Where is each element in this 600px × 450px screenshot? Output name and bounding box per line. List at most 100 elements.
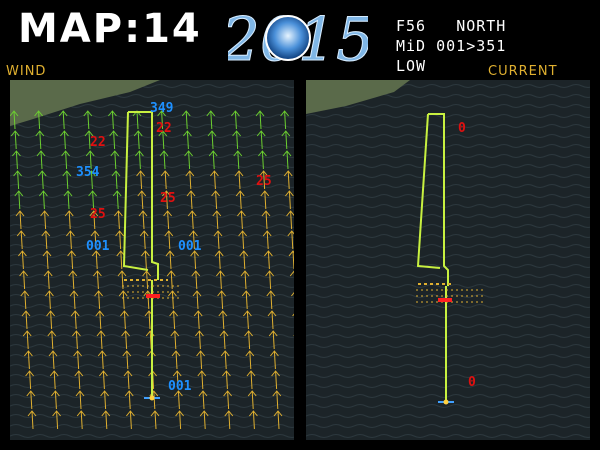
wind-arrow-icon [35,130,45,150]
wind-arrow-icon [175,410,184,430]
wind-arrow-icon [193,310,203,330]
wind-arrow-icon [97,350,107,370]
wind-arrow-icon [141,250,150,270]
wind-arrow-icon [232,130,241,150]
wind-arrow-icon [157,110,166,130]
wind-arrow-icon [183,130,192,150]
committee-boat [146,294,160,298]
wind-label: 25 [90,207,106,222]
wind-arrow-icon [91,250,101,270]
wind-arrow-icon [74,370,84,390]
wind-arrow-icon [198,390,208,410]
wind-arrow-icon [212,210,222,230]
wind-arrow-icon [37,170,47,190]
info-line-3: LOW [396,57,427,75]
current-label: 0 [458,121,466,136]
wind-arrow-icon [286,210,294,230]
current-panel: 0 0 [306,80,590,440]
wind-arrow-icon [283,170,293,190]
wind-arrow-icon [83,110,93,130]
wind-arrow-icon [101,410,111,430]
wind-arrow-icon [122,350,132,370]
wind-label: 25 [256,174,272,189]
wind-arrow-icon [237,210,246,230]
race-code: F56 [396,17,427,35]
current-label: 0 [468,375,476,390]
wind-arrow-icon [199,410,209,430]
wind-arrow-icon [120,310,129,330]
wind-arrow-icon [195,330,204,350]
shoreline [10,80,160,126]
wind-arrow-icon [96,330,106,350]
wind-label: 354 [76,165,100,180]
shoreline [306,80,410,114]
wind-arrow-icon [18,250,27,270]
wind-arrow-icon [206,110,216,130]
wind-panel: 349 22 22 354 25 25 25 001 001 001 [10,80,294,440]
wind-arrow-icon [16,230,26,250]
wind-arrow-icon [190,250,199,270]
wind-arrow-icon [12,150,21,170]
course-leg [416,113,441,269]
wind-panel-label: WIND [6,64,47,79]
wind-arrow-icon [36,150,46,170]
wind-arrow-icon [244,330,253,350]
wind-arrow-icon [185,170,195,190]
wind-arrow-icon [20,290,30,310]
wind-arrow-icon [218,310,228,330]
wind-arrow-icon [124,390,134,410]
wind-arrow-icon [110,150,120,170]
wind-arrow-icon [93,270,102,290]
wind-arrow-icon [95,310,105,330]
wind-arrow-icon [246,370,256,390]
wind-arrow-icon [76,410,86,430]
wind-arrow-icon [63,190,73,210]
wind-arrow-icon [19,270,28,290]
wind-arrow-icon [99,370,108,390]
wind-arrow-icon [10,130,20,150]
wind-arrow-icon [238,230,247,250]
wind-arrow-icon [239,250,249,270]
wind-arrow-icon [265,270,274,290]
wind-arrow-icon [25,370,34,390]
wind-arrow-icon [285,190,294,210]
wind-arrow-icon [160,170,170,190]
wind-arrow-icon [164,230,174,250]
wind-arrow-icon [22,330,32,350]
wind-arrow-icon [181,110,191,130]
wind-arrow-icon [100,390,109,410]
wind-arrow-icon [243,310,252,330]
wind-label: 349 [150,101,173,116]
wind-arrow-icon [270,350,279,370]
wind-arrow-icon [26,390,36,410]
wind-arrow-icon [291,291,294,297]
wind-arrow-icon [24,350,33,370]
wind-arrow-field [10,110,294,430]
wind-arrow-icon [90,230,100,250]
wind-arrow-icon [10,110,19,130]
wind-arrow-icon [111,170,121,190]
wind-arrow-icon [108,110,117,130]
globe-icon [265,15,311,61]
wind-arrow-icon [266,290,276,310]
wind-arrow-icon [192,290,202,310]
wind-arrow-icon [258,150,267,170]
wind-arrow-icon [150,410,160,430]
wind-label: 001 [86,239,110,254]
wind-arrow-icon [208,150,218,170]
wind-arrow-icon [40,210,49,230]
wind-arrow-icon [233,150,243,170]
wind-arrow-icon [27,410,37,430]
wind-arrow-icon [261,210,271,230]
wind-arrow-icon [21,310,31,330]
wind-arrow-icon [224,410,234,430]
wind-map: 349 22 22 354 25 25 25 001 001 001 [10,80,294,440]
buoy-mark [443,399,449,405]
wind-arrow-icon [158,130,168,150]
wind-direction: NORTH [456,17,507,35]
wind-arrow-icon [73,350,82,370]
buoy-mark [149,395,155,401]
wind-arrow-icon [68,270,78,290]
wind-arrow-icon [282,150,292,170]
wind-arrow-icon [112,190,122,210]
